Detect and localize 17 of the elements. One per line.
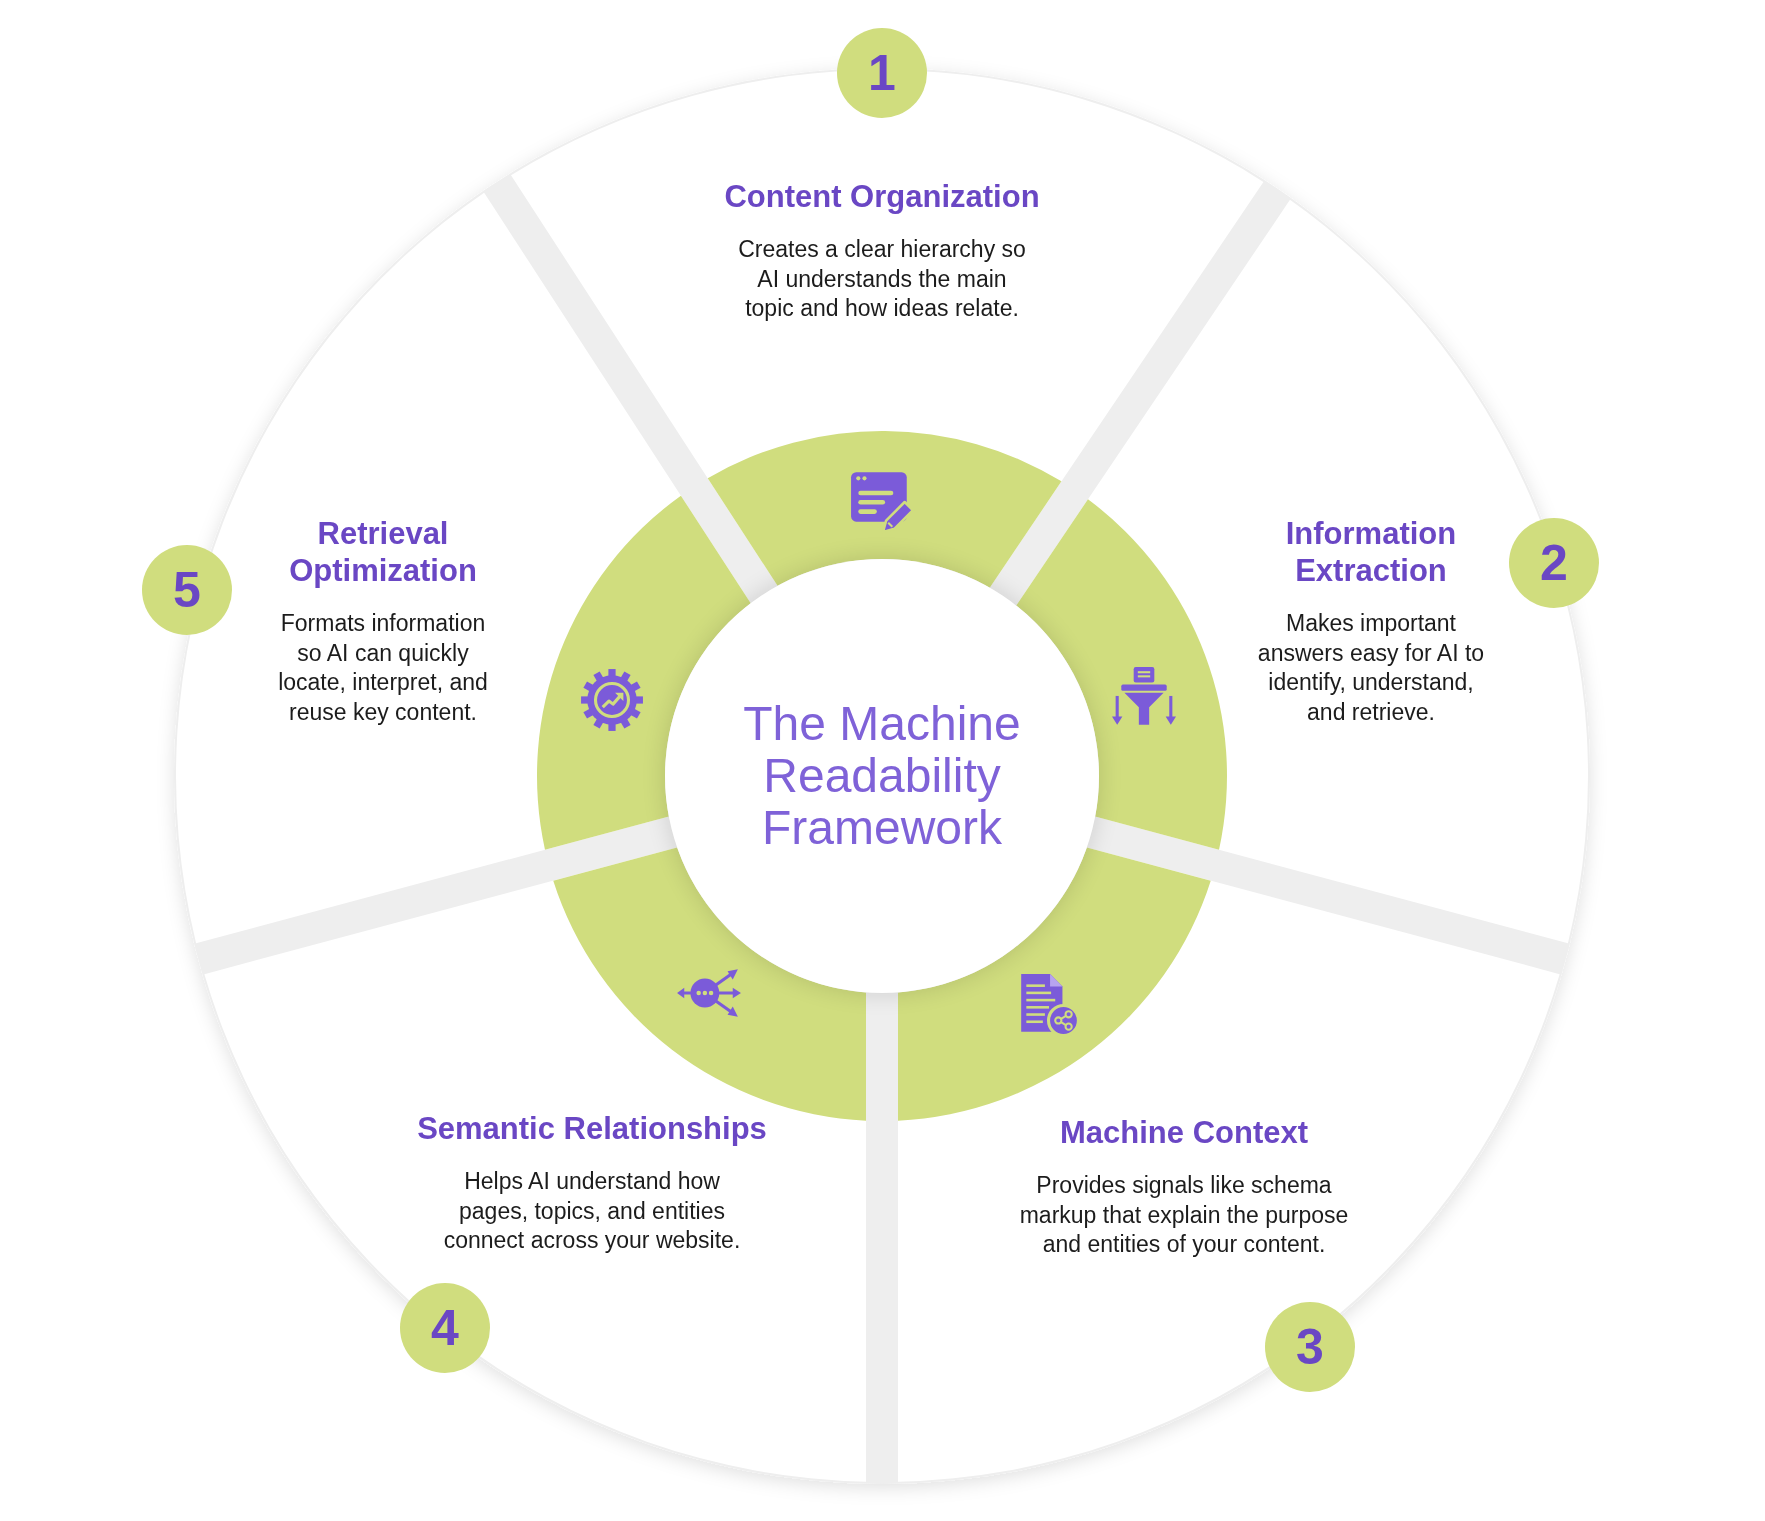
number-badge: 2 [1509, 518, 1599, 608]
segment-description: Formats information so AI can quickly locate, interpret, and reuse key content. [277, 609, 489, 727]
number-badge: 3 [1265, 1302, 1355, 1392]
segment-description: Provides signals like schema markup that explain the purpose and entities of your content. [1018, 1171, 1350, 1259]
number-badge: 1 [837, 28, 927, 118]
segment-heading: Retrieval Optimization [288, 515, 478, 589]
segment-description: Makes important answers easy for AI to identify, understand, and retrieve. [1256, 609, 1486, 727]
number-badge: 5 [142, 545, 232, 635]
segment-description: Creates a clear hierarchy so AI understands the main topic and how ideas relate. [737, 235, 1027, 323]
segment-heading: Semantic Relationships [416, 1110, 768, 1147]
center-title: The Machine Readability Framework [742, 698, 1022, 854]
segment-heading: Machine Context [1059, 1114, 1309, 1151]
wheel-segment [204, 847, 867, 1482]
segment-description: Helps AI understand how pages, topics, and entities connect across your website. [442, 1167, 742, 1255]
segment-heading: Information Extraction [1284, 515, 1458, 589]
segment-heading: Content Organization [723, 178, 1041, 215]
wheel-segment [898, 847, 1560, 1482]
